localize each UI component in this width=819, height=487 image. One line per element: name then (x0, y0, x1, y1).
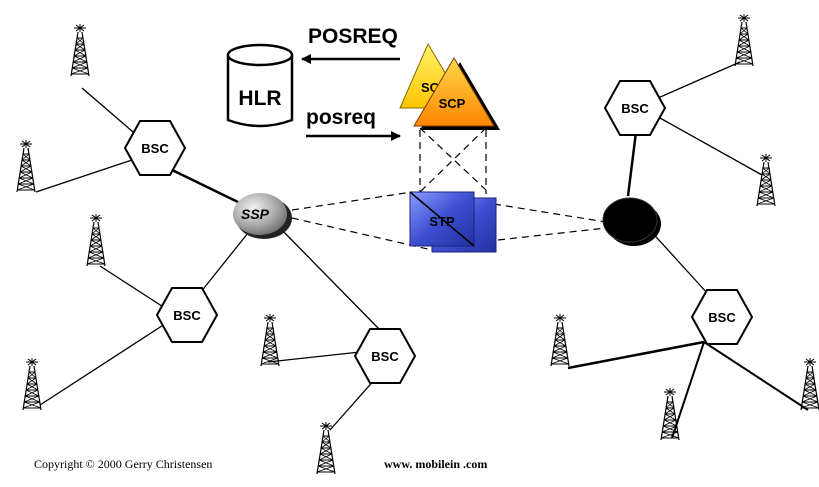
link-tower-left3-bsc2 (99, 265, 169, 311)
remote-switch-node (602, 197, 661, 246)
bsc-node-left-top: BSC (123, 120, 187, 176)
link-tower-right2-bscr1 (659, 117, 763, 176)
signalling-links (291, 118, 607, 251)
cell-tower-icon (260, 313, 280, 367)
sig-stp-switch-lower (497, 227, 607, 241)
bsc-node-center-bottom: BSC (353, 328, 417, 384)
sig-scp-stp-diag2 (419, 127, 487, 193)
link-bscr1-switch (626, 131, 638, 197)
cell-tower-icon (86, 213, 106, 267)
link-tower-right5-bscr2 (703, 341, 809, 411)
link-bsc3-ssp (277, 225, 381, 331)
bsc-node-right-top: BSC (603, 80, 667, 136)
posreq-upper-message: POSREQ (301, 25, 400, 64)
link-switch-bscr2 (647, 227, 709, 295)
cell-tower-icon (70, 23, 90, 77)
link-tower-left4-bsc2 (39, 321, 169, 406)
ssp-sphere (233, 193, 287, 235)
hexagon-shape (603, 80, 667, 136)
copyright-text: Copyright © 2000 Gerry Christensen (34, 457, 212, 471)
website-text: www. mobilein .com (384, 457, 487, 471)
ssp-node: SSP (233, 193, 292, 239)
link-tower-left2-bsc1 (35, 157, 139, 193)
cell-tower-icon (660, 387, 680, 441)
hlr-label: HLR (238, 87, 281, 110)
bsc-node-left-mid: BSC (155, 287, 219, 343)
bsc-label: BSC (141, 141, 169, 156)
hlr-cylinder-body (226, 55, 294, 128)
hlr-cylinder-top (226, 43, 294, 67)
scp-node: SC SCP (399, 42, 500, 130)
link-tower-mid1-bsc3 (267, 351, 361, 363)
cell-tower-icon (22, 357, 42, 411)
hexagon-shape (353, 328, 417, 384)
scp-front-triangle (413, 57, 495, 127)
hexagon-shape (123, 120, 187, 176)
bsc-node-right-bottom: BSC (690, 289, 754, 345)
remote-switch-sphere (602, 197, 658, 243)
stp-node: STP (409, 191, 497, 253)
cell-tower-icon (734, 13, 754, 67)
link-tower-left1-bsc1 (81, 87, 141, 139)
hexagon-shape (155, 287, 219, 343)
link-bsc2-ssp (195, 227, 253, 299)
link-tower-right4-bscr2 (671, 341, 705, 439)
bsc-label: BSC (371, 349, 399, 364)
bsc-nodes: BSC BSC BSC BSC BSC (123, 80, 754, 384)
cell-tower-icon (16, 139, 36, 193)
bsc-label: BSC (621, 101, 649, 116)
bsc-label: BSC (708, 310, 736, 325)
scp-front-label: SCP (439, 96, 466, 111)
cell-tower-icon (800, 357, 819, 411)
posreq-upper-label: POSREQ (308, 25, 398, 48)
link-bsc1-ssp (167, 166, 243, 206)
hexagon-shape (690, 289, 754, 345)
stp-label: STP (429, 214, 455, 229)
bsc-label: BSC (173, 308, 201, 323)
ssp-label: SSP (241, 206, 270, 222)
sig-scp-stp-diag1 (419, 127, 487, 191)
radio-links (35, 61, 809, 439)
hlr-database: HLR (226, 43, 294, 128)
cell-tower-icon (756, 153, 776, 207)
link-tower-mid2-bsc3 (329, 377, 377, 431)
posreq-lower-label: posreq (306, 106, 376, 129)
stp-diagonal (409, 191, 475, 247)
link-tower-right1-bscr1 (657, 61, 741, 99)
sig-stp-switch-upper (493, 203, 607, 223)
cell-tower-icon (316, 421, 336, 475)
link-tower-right3-bscr2 (567, 340, 705, 370)
posreq-lower-message: posreq (306, 106, 401, 141)
sig-ssp-stp-upper (291, 191, 413, 211)
cell-tower-icon (550, 313, 570, 367)
